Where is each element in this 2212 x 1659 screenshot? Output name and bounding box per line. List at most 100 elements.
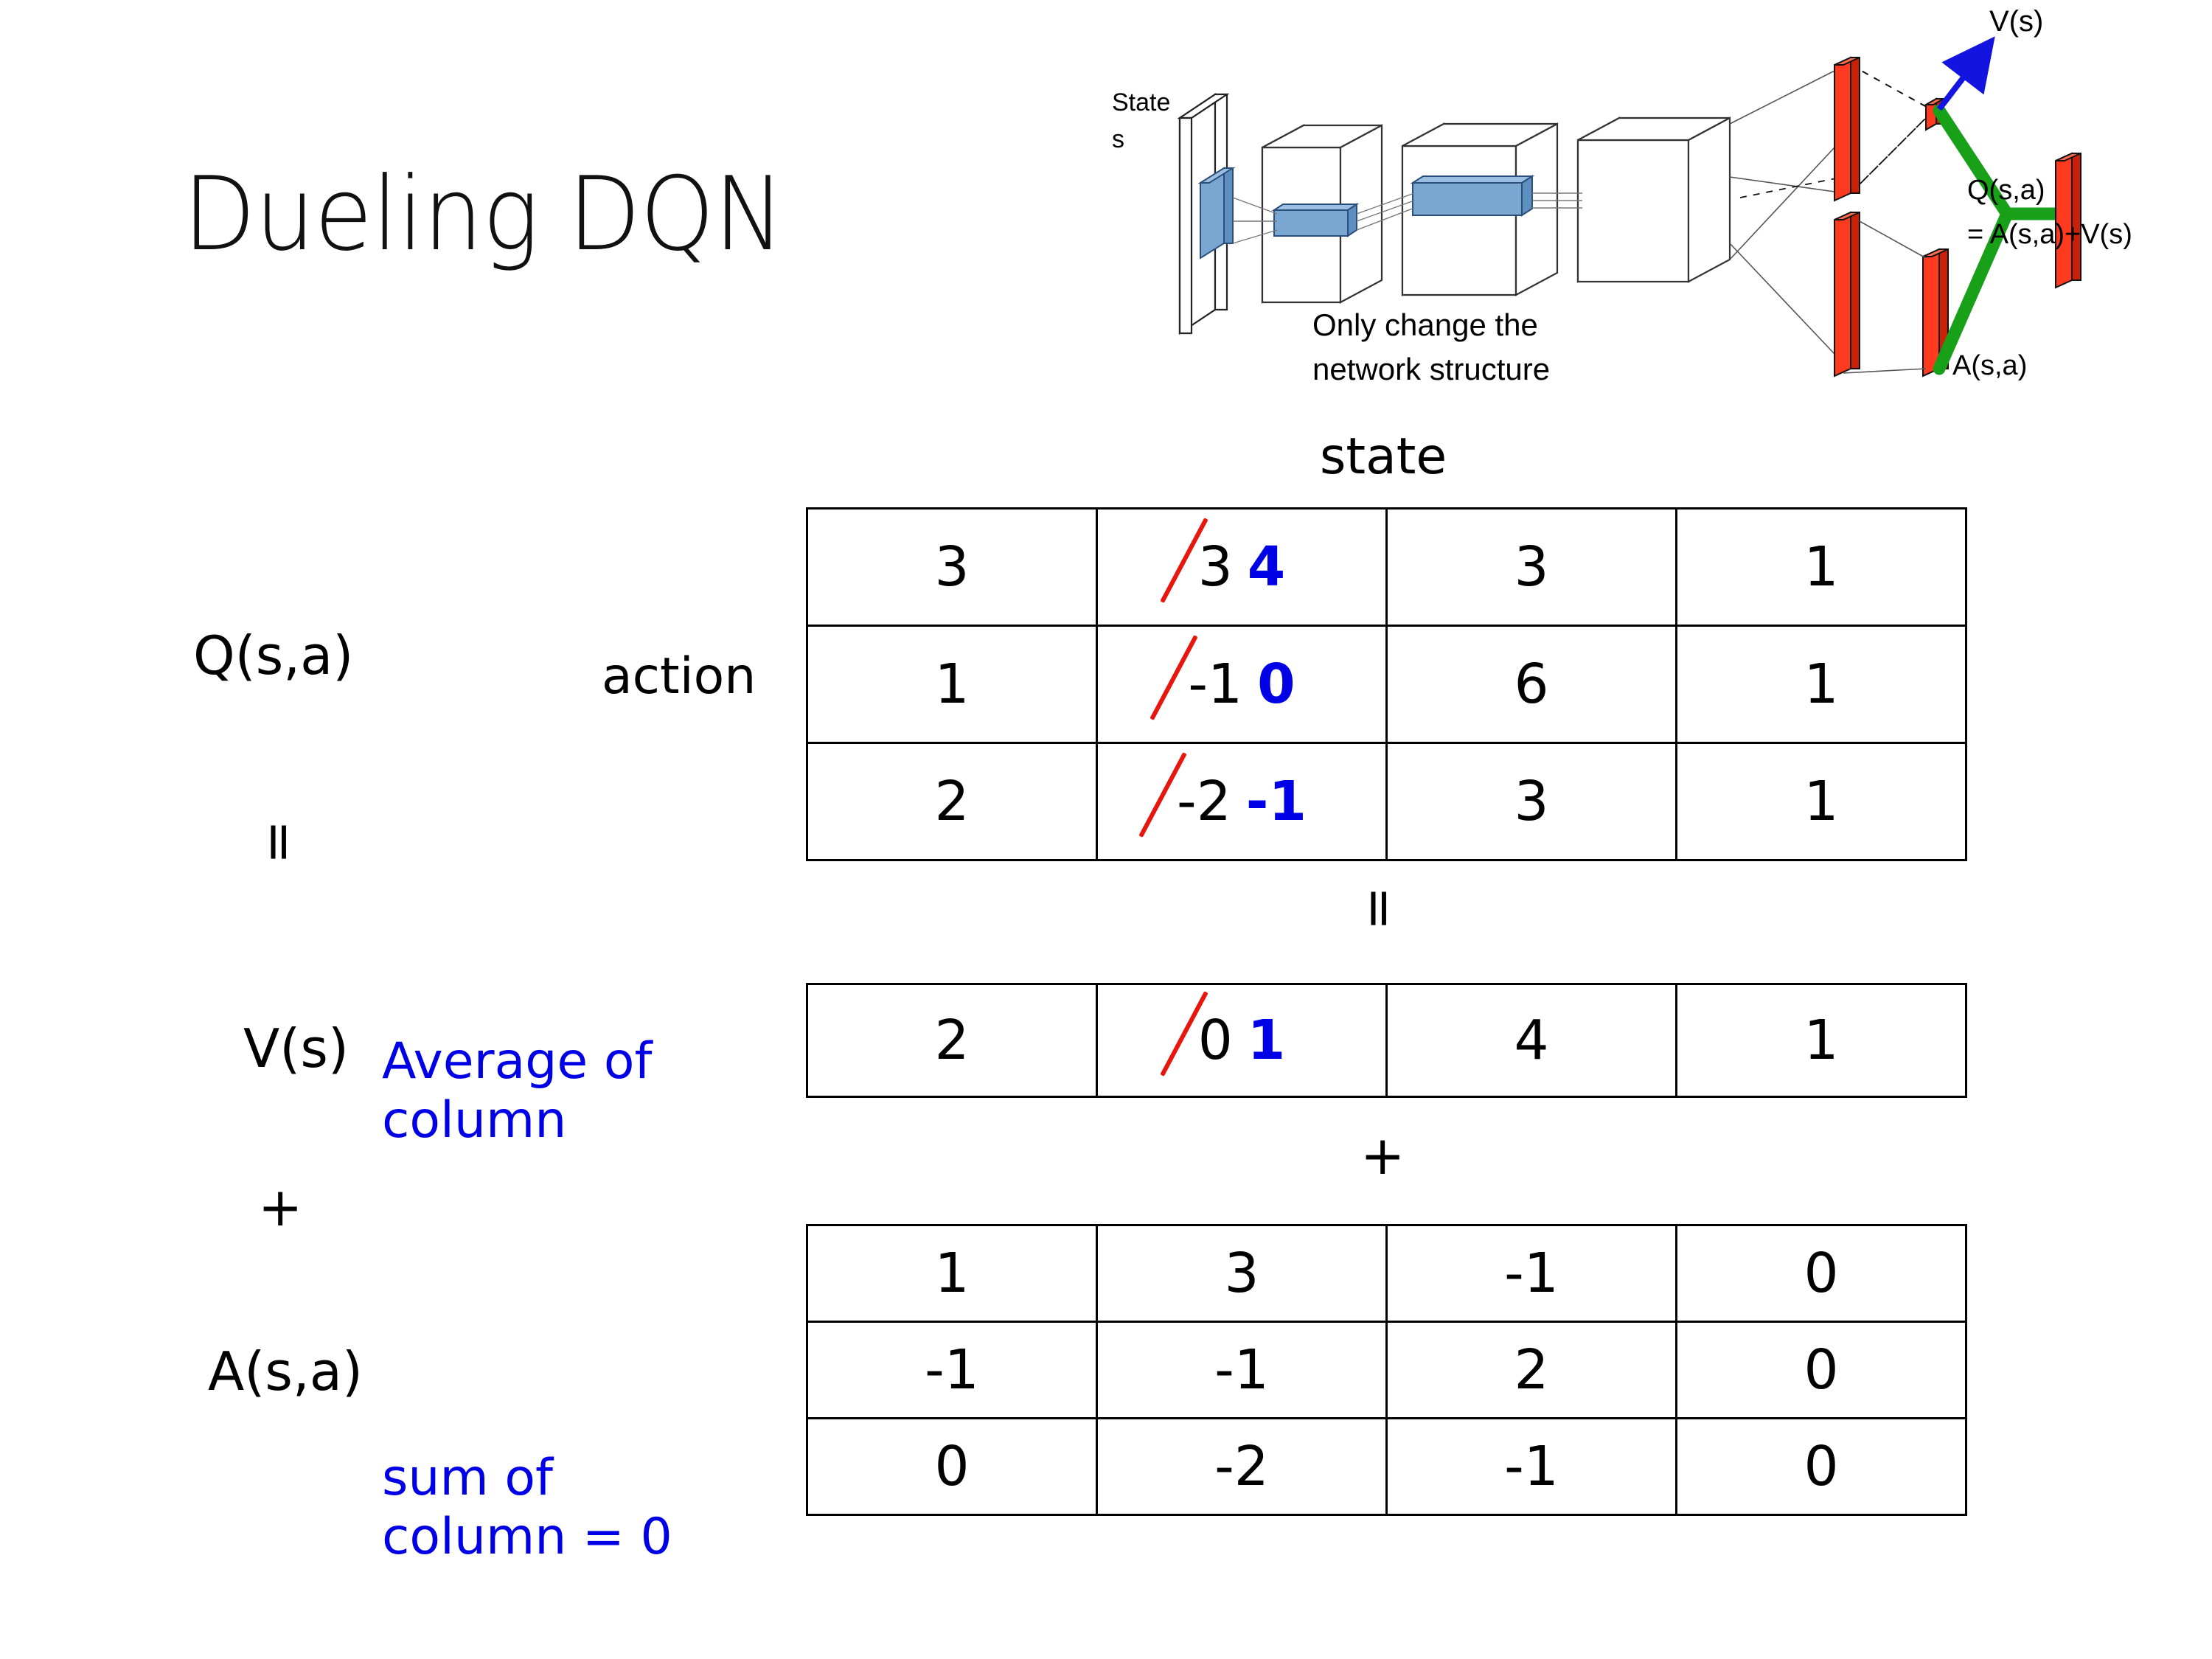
- cell-value: 0: [1804, 1242, 1839, 1305]
- diagram-input-label-line2: s: [1112, 125, 1124, 153]
- conv-filter-2-icon: [1410, 175, 1535, 217]
- table-cell: -1: [806, 1321, 1098, 1419]
- table-cell: 3: [1385, 507, 1677, 627]
- sum-note-line2: column = 0: [382, 1508, 672, 1567]
- a-function-label: A(s,a): [208, 1340, 363, 1402]
- equals-operator-left: =: [249, 819, 312, 865]
- cell-content: 1: [1677, 1009, 1965, 1072]
- cell-value: 3: [1514, 770, 1549, 833]
- plus-operator-left: +: [258, 1176, 303, 1238]
- diagram-q-label-line2: = A(s,a)+V(s): [1967, 219, 2132, 250]
- cell-content: 0: [808, 1435, 1096, 1498]
- cell-content: 2: [808, 770, 1096, 833]
- cell-value: 2: [1514, 1338, 1549, 1402]
- equals-operator-middle: =: [1349, 886, 1412, 931]
- diagram-note-line2: network structure: [1312, 352, 1550, 386]
- cell-value: -1: [925, 1338, 979, 1402]
- table-row: 0 -2 -1 0: [806, 1417, 1967, 1516]
- table-cell: -2-1: [1096, 742, 1388, 861]
- cell-content: -1: [1388, 1242, 1675, 1305]
- cell-value: 1: [1804, 653, 1839, 716]
- cell-content: 1: [1677, 770, 1965, 833]
- table-cell: 1: [1675, 625, 1967, 744]
- struck-value: 3: [1197, 535, 1233, 599]
- replacement-value: 4: [1247, 535, 1286, 599]
- aggregation-green-lines: [1933, 104, 2064, 375]
- cell-content: 3: [1388, 535, 1675, 599]
- split-lines: [1729, 70, 1835, 355]
- average-note-line2: column: [382, 1091, 567, 1150]
- state-axis-label: state: [1320, 428, 1447, 486]
- table-cell: 3: [806, 507, 1098, 627]
- table-cell: 1: [806, 625, 1098, 744]
- plus-operator-middle: +: [1360, 1124, 1405, 1186]
- cell-content: 2: [1388, 1338, 1675, 1402]
- cell-value: 3: [1224, 1242, 1259, 1305]
- table-cell: 1: [1675, 983, 1967, 1098]
- table-row: 1 3 -1 0: [806, 1224, 1967, 1323]
- cell-value: -1: [1504, 1435, 1559, 1498]
- diagram-value-label: V(s): [1989, 5, 2043, 38]
- table-cell: 3: [1385, 742, 1677, 861]
- cell-value: 1: [934, 1242, 970, 1305]
- sum-of-column-note: sum of column = 0: [382, 1449, 795, 1567]
- value-hidden-bar-icon: [1834, 56, 1860, 202]
- diagram-note-line1: Only change the: [1312, 307, 1538, 342]
- cell-value: -2: [1214, 1435, 1269, 1498]
- page-title: Dueling DQN: [183, 155, 785, 274]
- cell-content: 0: [1677, 1338, 1965, 1402]
- cell-value: 2: [934, 1009, 970, 1072]
- cell-content: -2: [1098, 1435, 1385, 1498]
- struck-value: 0: [1197, 1009, 1233, 1072]
- action-axis-label: action: [602, 647, 757, 706]
- replacement-value: 1: [1247, 1009, 1286, 1072]
- conv-filter-1-icon: [1271, 203, 1360, 237]
- table-cell: 1: [1675, 507, 1967, 627]
- cell-value: -1: [1504, 1242, 1559, 1305]
- cell-content: 3: [1098, 1242, 1385, 1305]
- replacement-value: 0: [1257, 653, 1295, 716]
- table-cell: 0: [1675, 1321, 1967, 1419]
- v-function-label: V(s): [243, 1018, 349, 1079]
- cell-value: 2: [934, 770, 970, 833]
- table-row: 2 -2-1 3 1: [806, 742, 1967, 861]
- conv-block-3-icon: [1576, 116, 1731, 283]
- cell-content: 2: [808, 1009, 1096, 1072]
- cell-value: 0: [934, 1435, 970, 1498]
- table-cell: 0: [1675, 1224, 1967, 1323]
- table-cell: -1: [1385, 1224, 1677, 1323]
- cell-value: 3: [1514, 535, 1549, 599]
- cell-value: 1: [1804, 770, 1839, 833]
- cell-content: 4: [1388, 1009, 1675, 1072]
- table-cell: -1: [1385, 1417, 1677, 1516]
- cell-content: 3: [808, 535, 1096, 599]
- cell-value: 1: [1804, 1009, 1839, 1072]
- value-arrow-icon: [1936, 36, 1995, 111]
- diagram-q-label-line1: Q(s,a): [1967, 175, 2045, 206]
- cell-value: 1: [1804, 535, 1839, 599]
- struck-value: -2: [1177, 770, 1231, 833]
- table-cell: 1: [806, 1224, 1098, 1323]
- q-function-label: Q(s,a): [193, 625, 354, 686]
- connection-lines: [1232, 192, 1582, 244]
- dueling-network-diagram: State s V(s) Q(s,a) = A(s,a)+V(s) A(s,a)…: [1106, 0, 2212, 413]
- average-of-column-note: Average of column: [382, 1032, 765, 1150]
- cell-content: 1: [808, 653, 1096, 716]
- cell-value: 3: [934, 535, 970, 599]
- table-cell: 0: [806, 1417, 1098, 1516]
- input-filter-icon: [1197, 167, 1236, 260]
- cell-content: 1: [808, 1242, 1096, 1305]
- cell-value: 0: [1804, 1435, 1839, 1498]
- cell-content: 1: [1677, 535, 1965, 599]
- table-cell: 4: [1385, 983, 1677, 1098]
